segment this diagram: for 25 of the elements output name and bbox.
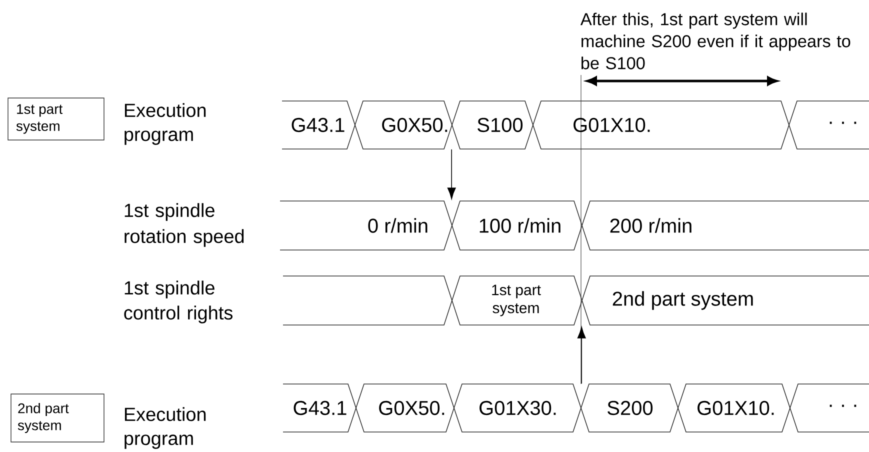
timing-segment: S100	[452, 100, 534, 150]
timing-segment: 100 r/min	[452, 200, 582, 250]
timing-segment: G0X50.	[354, 100, 452, 150]
timing-segment: G0X50.	[356, 384, 454, 432]
row-label: Execution program	[124, 407, 206, 449]
timing-segment: 2nd part system	[582, 276, 869, 326]
system-box: 1st part system	[8, 98, 104, 140]
row-label: 1st spindle control rights	[124, 280, 233, 324]
timing-segment: G43.1	[282, 100, 356, 150]
timing-segment: · · ·	[790, 384, 869, 432]
timing-segment: S200	[580, 384, 678, 432]
timing-segment: 1st part system	[452, 276, 582, 326]
note-text: After this, 1st part system will machine S200 even if it appears to be S100	[580, 12, 850, 70]
timing-segment: G01X10.	[678, 384, 790, 432]
system-box: 2nd part system	[10, 394, 104, 442]
row-label: 1st spindle rotation speed	[124, 203, 244, 247]
timing-segment: G01X10.	[532, 100, 790, 150]
timing-segment: 200 r/min	[582, 200, 869, 250]
row-label: Execution program	[124, 103, 206, 145]
arrow	[577, 326, 586, 384]
empty-segment	[282, 276, 452, 326]
timing-segment: 0 r/min	[280, 200, 452, 250]
timing-segment: · · ·	[788, 100, 869, 150]
timing-segment: G43.1	[282, 384, 356, 432]
timing-segment: G01X30.	[454, 384, 582, 432]
